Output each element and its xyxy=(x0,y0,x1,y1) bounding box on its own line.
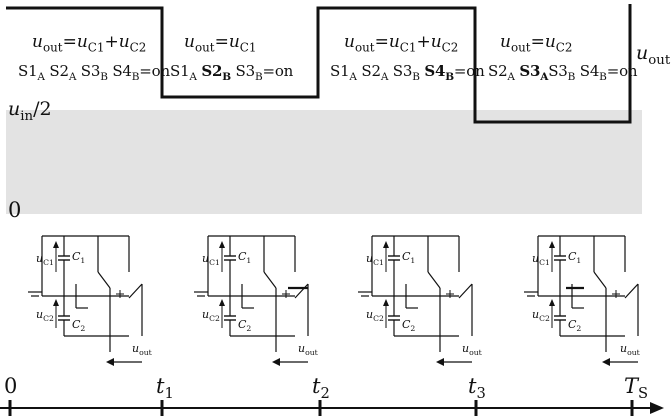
c2-label-1: C2 xyxy=(72,318,86,334)
uout-label-2: uout xyxy=(298,342,318,358)
c2-voltage-label-3: uC2 xyxy=(366,308,384,324)
c2-voltage-label-2: uC2 xyxy=(202,308,220,324)
phase-4-equation: uout=uC2 xyxy=(500,32,573,55)
uout-label-3: uout xyxy=(462,342,482,358)
tick-label-0: 0 xyxy=(4,374,18,398)
c2-voltage-label-1: uC2 xyxy=(36,308,54,324)
circuit-phase-4 xyxy=(523,235,639,367)
c1-voltage-label-2: uC1 xyxy=(202,252,220,268)
uout-label-1: uout xyxy=(132,342,152,358)
uout-label-4: uout xyxy=(620,342,640,358)
c1-voltage-label-4: uC1 xyxy=(532,252,550,268)
tick-label-ts: TS xyxy=(624,374,649,403)
c1-voltage-label-3: uC1 xyxy=(366,252,384,268)
phase-2-equation: uout=uC1 xyxy=(184,32,257,55)
c1-label-1: C1 xyxy=(72,250,86,266)
voltage-band xyxy=(6,110,642,214)
c1-label-2: C1 xyxy=(238,250,252,266)
phase-3-equation: uout=uC1+uC2 xyxy=(344,32,459,55)
phase-4-switch-state: S2A S3AS3B S4B=on xyxy=(488,62,638,83)
c2-voltage-label-4: uC2 xyxy=(532,308,550,324)
zero-level-label: 0 xyxy=(8,198,22,222)
tick-label-t1: t1 xyxy=(156,374,174,403)
phase-1-equation: uout=uC1+uC2 xyxy=(32,32,147,55)
uout-axis-label: uout xyxy=(636,42,671,68)
c2-label-4: C2 xyxy=(568,318,582,334)
tick-label-t2: t2 xyxy=(312,374,330,403)
tick-label-t3: t3 xyxy=(468,374,486,403)
circuit-phase-2 xyxy=(193,235,309,367)
c2-label-2: C2 xyxy=(238,318,252,334)
phase-3-switch-state: S1A S2A S3B S4B=on xyxy=(330,62,485,83)
c1-voltage-label-1: uC1 xyxy=(36,252,54,268)
phase-1-switch-state: S1A S2A S3B S4B=on xyxy=(18,62,170,83)
c2-label-3: C2 xyxy=(402,318,416,334)
c1-label-4: C1 xyxy=(568,250,582,266)
c1-label-3: C1 xyxy=(402,250,416,266)
uin-half-label: uin/2 xyxy=(8,98,52,124)
phase-2-switch-state: S1A S2B S3B=on xyxy=(170,62,294,83)
waveform-line xyxy=(6,4,632,124)
